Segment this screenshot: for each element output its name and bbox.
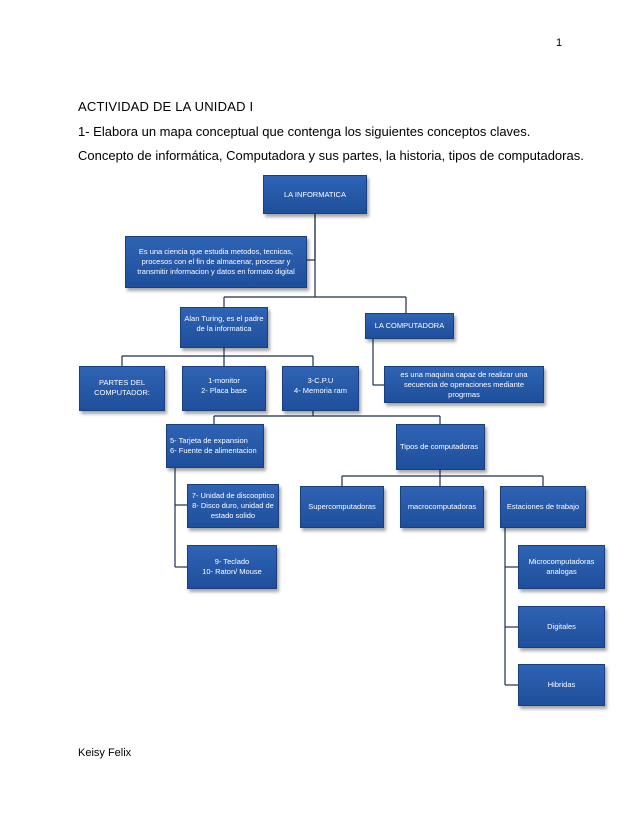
node-label: Microcomputadoras analogas bbox=[528, 557, 595, 576]
node-partes-computador: PARTES DEL COMPUTADOR: bbox=[79, 366, 165, 411]
page-number: 1 bbox=[556, 37, 563, 49]
node-definicion: Es una ciencia que estudia metodos, tecn… bbox=[125, 236, 307, 288]
node-label: 1-monitor bbox=[208, 376, 240, 385]
node-label: Es una ciencia que estudia metodos, tecn… bbox=[137, 247, 295, 276]
node-label: 8- Disco duro, unidad de estado solido bbox=[192, 501, 274, 520]
node-tipos-computadoras: Tipos de computadoras bbox=[396, 424, 485, 470]
node-label: es una maquina capaz de realizar una sec… bbox=[400, 369, 528, 399]
node-disco-optico: 7- Unidad de discooptico 8- Disco duro, … bbox=[187, 484, 279, 528]
node-label: 2- Placa base bbox=[201, 386, 247, 395]
node-label: LA INFORMATICA bbox=[284, 189, 346, 199]
node-label: Digitales bbox=[547, 622, 576, 631]
node-microcomputadoras: Microcomputadoras analogas bbox=[518, 545, 605, 589]
node-cpu-ram: 3-C.P.U 4- Memoria ram bbox=[282, 366, 359, 411]
node-computadora-definicion: es una maquina capaz de realizar una sec… bbox=[384, 366, 544, 403]
node-label: Estaciones de trabajo bbox=[506, 502, 580, 511]
node-label: PARTES DEL COMPUTADOR: bbox=[94, 378, 150, 397]
node-label: 5- Tarjeta de expansion bbox=[170, 436, 248, 445]
node-label: LA COMPUTADORA bbox=[374, 321, 445, 330]
node-alan-turing: Alan Turing, es el padre de la informati… bbox=[180, 307, 268, 348]
node-label: 6- Fuente de alimentacion bbox=[170, 446, 257, 455]
node-hibridas: Hibridas bbox=[518, 664, 605, 706]
node-la-informatica: LA INFORMATICA bbox=[263, 175, 367, 214]
node-supercomputadoras: Supercomputadoras bbox=[300, 486, 384, 528]
node-label: 4- Memoria ram bbox=[294, 386, 347, 395]
node-teclado-raton: 9- Teclado 10- Raton/ Mouse bbox=[187, 545, 277, 589]
node-label: 9- Teclado bbox=[214, 557, 250, 566]
concepts-line: Concepto de informática, Computadora y s… bbox=[78, 148, 584, 163]
node-label: Alan Turing, es el padre de la informati… bbox=[184, 314, 264, 333]
node-label: 3-C.P.U bbox=[307, 376, 334, 385]
instruction-line: 1- Elabora un mapa conceptual que conten… bbox=[78, 124, 531, 139]
node-label: 10- Raton/ Mouse bbox=[202, 567, 262, 576]
node-tarjeta-fuente: 5- Tarjeta de expansion 6- Fuente de ali… bbox=[166, 424, 264, 468]
node-macrocomputadoras: macrocomputadoras bbox=[400, 486, 484, 528]
node-label: Hibridas bbox=[547, 680, 576, 689]
node-digitales: Digitales bbox=[518, 606, 605, 648]
node-estaciones-trabajo: Estaciones de trabajo bbox=[500, 486, 586, 528]
node-la-computadora: LA COMPUTADORA bbox=[365, 313, 454, 339]
node-label: macrocomputadoras bbox=[407, 502, 477, 511]
author-footer: Keisy Felix bbox=[78, 747, 132, 759]
activity-title: ACTIVIDAD DE LA UNIDAD I bbox=[78, 99, 254, 114]
node-label: 7- Unidad de discooptico bbox=[191, 491, 275, 500]
node-monitor-placa: 1-monitor 2- Placa base bbox=[182, 366, 266, 411]
node-label: Tipos de computadoras bbox=[400, 442, 479, 451]
node-label: Supercomputadoras bbox=[308, 502, 376, 511]
